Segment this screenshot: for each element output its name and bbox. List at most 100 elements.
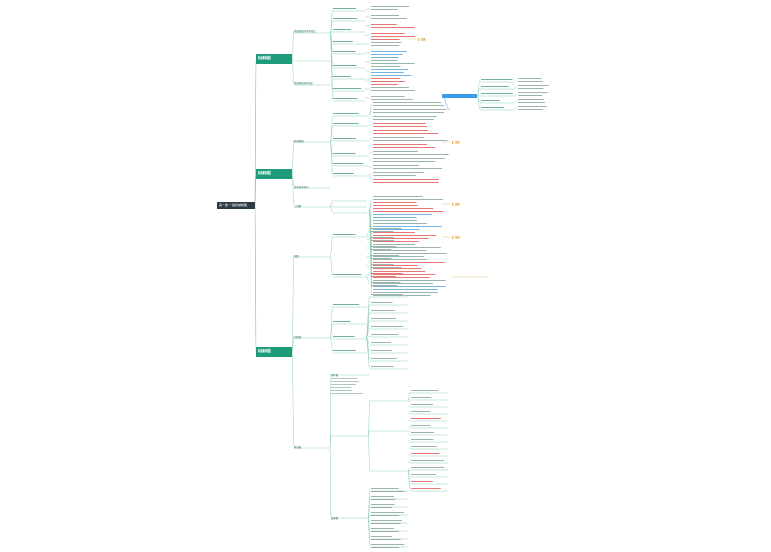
topic-label-3[interactable]: 机械制图 (294, 140, 304, 143)
text-line-placeholder (411, 397, 432, 398)
connector-line (291, 30, 295, 60)
text-line-placeholder (518, 78, 542, 79)
text-line-placeholder (371, 523, 401, 524)
connector-line (291, 254, 295, 353)
text-line-placeholder (373, 199, 444, 200)
connector-line (367, 434, 371, 471)
connector-line (329, 322, 334, 339)
text-line-placeholder (371, 273, 403, 274)
text-line-placeholder (331, 384, 357, 385)
topic-label-8[interactable]: 断面图 (294, 446, 302, 449)
text-line-placeholder (371, 96, 405, 97)
text-line-placeholder (373, 223, 427, 224)
text-line-placeholder (371, 66, 401, 67)
topic-label-1[interactable]: 机械制图的基本知识 (294, 30, 316, 33)
text-line-placeholder (373, 295, 431, 296)
text-line-placeholder (371, 491, 405, 492)
text-line-placeholder (331, 381, 360, 382)
text-line-placeholder (333, 173, 354, 174)
branch-node-1[interactable]: 机械制图 (256, 54, 292, 64)
branch-node-2[interactable]: 机械制图 (256, 169, 292, 179)
connector-line (254, 173, 257, 206)
topic-label-9[interactable]: 零件图 (331, 374, 339, 377)
text-line-placeholder (331, 378, 358, 379)
connector-line (329, 305, 334, 339)
text-line-placeholder (373, 151, 418, 152)
text-line-placeholder (371, 499, 396, 500)
connector-line (329, 9, 334, 34)
text-line-placeholder (373, 277, 430, 278)
connector-line (329, 19, 334, 34)
text-line-placeholder (481, 100, 500, 101)
text-line-placeholder (333, 163, 364, 164)
connector-line (329, 114, 334, 143)
text-line-placeholder (371, 512, 404, 513)
text-line-placeholder (371, 81, 405, 82)
note-callout-2: 注意 (452, 141, 462, 144)
topic-label-2[interactable]: 机械制图基本规定 (294, 82, 314, 85)
text-line-placeholder (373, 289, 438, 290)
topic-label-4[interactable]: 投影基本知识 (294, 186, 309, 189)
text-line-placeholder (371, 282, 401, 283)
text-line-placeholder (518, 106, 547, 107)
text-line-placeholder (373, 250, 427, 251)
topic-label-10[interactable]: 装配图 (331, 517, 339, 520)
text-line-placeholder (373, 256, 424, 257)
text-line-placeholder (371, 544, 405, 545)
text-line-placeholder (371, 294, 403, 295)
text-line-placeholder (518, 102, 545, 103)
text-line-placeholder (371, 84, 398, 85)
text-line-placeholder (371, 240, 395, 241)
connector-line (329, 447, 332, 518)
text-line-placeholder (518, 85, 549, 86)
text-line-placeholder (518, 95, 542, 96)
text-line-placeholder (373, 175, 416, 176)
connector-line (367, 518, 371, 547)
text-line-placeholder (373, 220, 417, 221)
text-line-placeholder (371, 36, 416, 37)
connector-line (329, 235, 334, 258)
note-callout-1: 注意 (418, 38, 428, 41)
text-line-placeholder (371, 255, 400, 256)
text-line-placeholder (411, 432, 434, 433)
text-line-placeholder (371, 496, 394, 497)
text-line-placeholder (373, 123, 426, 124)
connector-line (365, 337, 371, 369)
text-line-placeholder (373, 280, 446, 281)
connector-line (365, 229, 371, 237)
connector-line (368, 209, 373, 295)
text-line-placeholder (411, 460, 445, 461)
topic-label-5[interactable]: 三视图 (294, 205, 302, 208)
connector-line (291, 335, 295, 353)
text-line-placeholder (333, 76, 351, 77)
connector-line (291, 139, 295, 175)
text-line-placeholder (371, 45, 400, 46)
text-line-placeholder (333, 41, 353, 42)
text-line-placeholder (371, 326, 404, 327)
text-line-placeholder (373, 202, 417, 203)
text-line-placeholder (518, 92, 548, 93)
text-line-placeholder (371, 334, 399, 335)
text-line-placeholder (371, 57, 399, 58)
text-line-placeholder (371, 342, 392, 343)
text-line-placeholder (373, 161, 435, 162)
branch-node-3[interactable]: 机械制图 (256, 347, 292, 357)
topic-label-7[interactable]: 剖视图 (294, 336, 302, 339)
text-line-placeholder (371, 51, 407, 52)
text-line-placeholder (333, 8, 357, 9)
text-line-placeholder (373, 168, 442, 169)
text-line-placeholder (371, 258, 392, 259)
root-node[interactable]: 第一章 一般机械制图 (217, 202, 255, 209)
text-line-placeholder (373, 140, 448, 141)
text-line-placeholder (411, 390, 439, 391)
connector-line (368, 110, 373, 116)
text-line-placeholder (373, 217, 417, 218)
text-line-placeholder (371, 42, 402, 43)
topic-label-6[interactable]: 视图 (294, 255, 299, 258)
highlighted-topic[interactable] (442, 94, 477, 98)
connector-line (254, 204, 257, 353)
text-line-placeholder (411, 467, 445, 468)
connector-line (329, 32, 334, 101)
connector-line (291, 58, 295, 61)
